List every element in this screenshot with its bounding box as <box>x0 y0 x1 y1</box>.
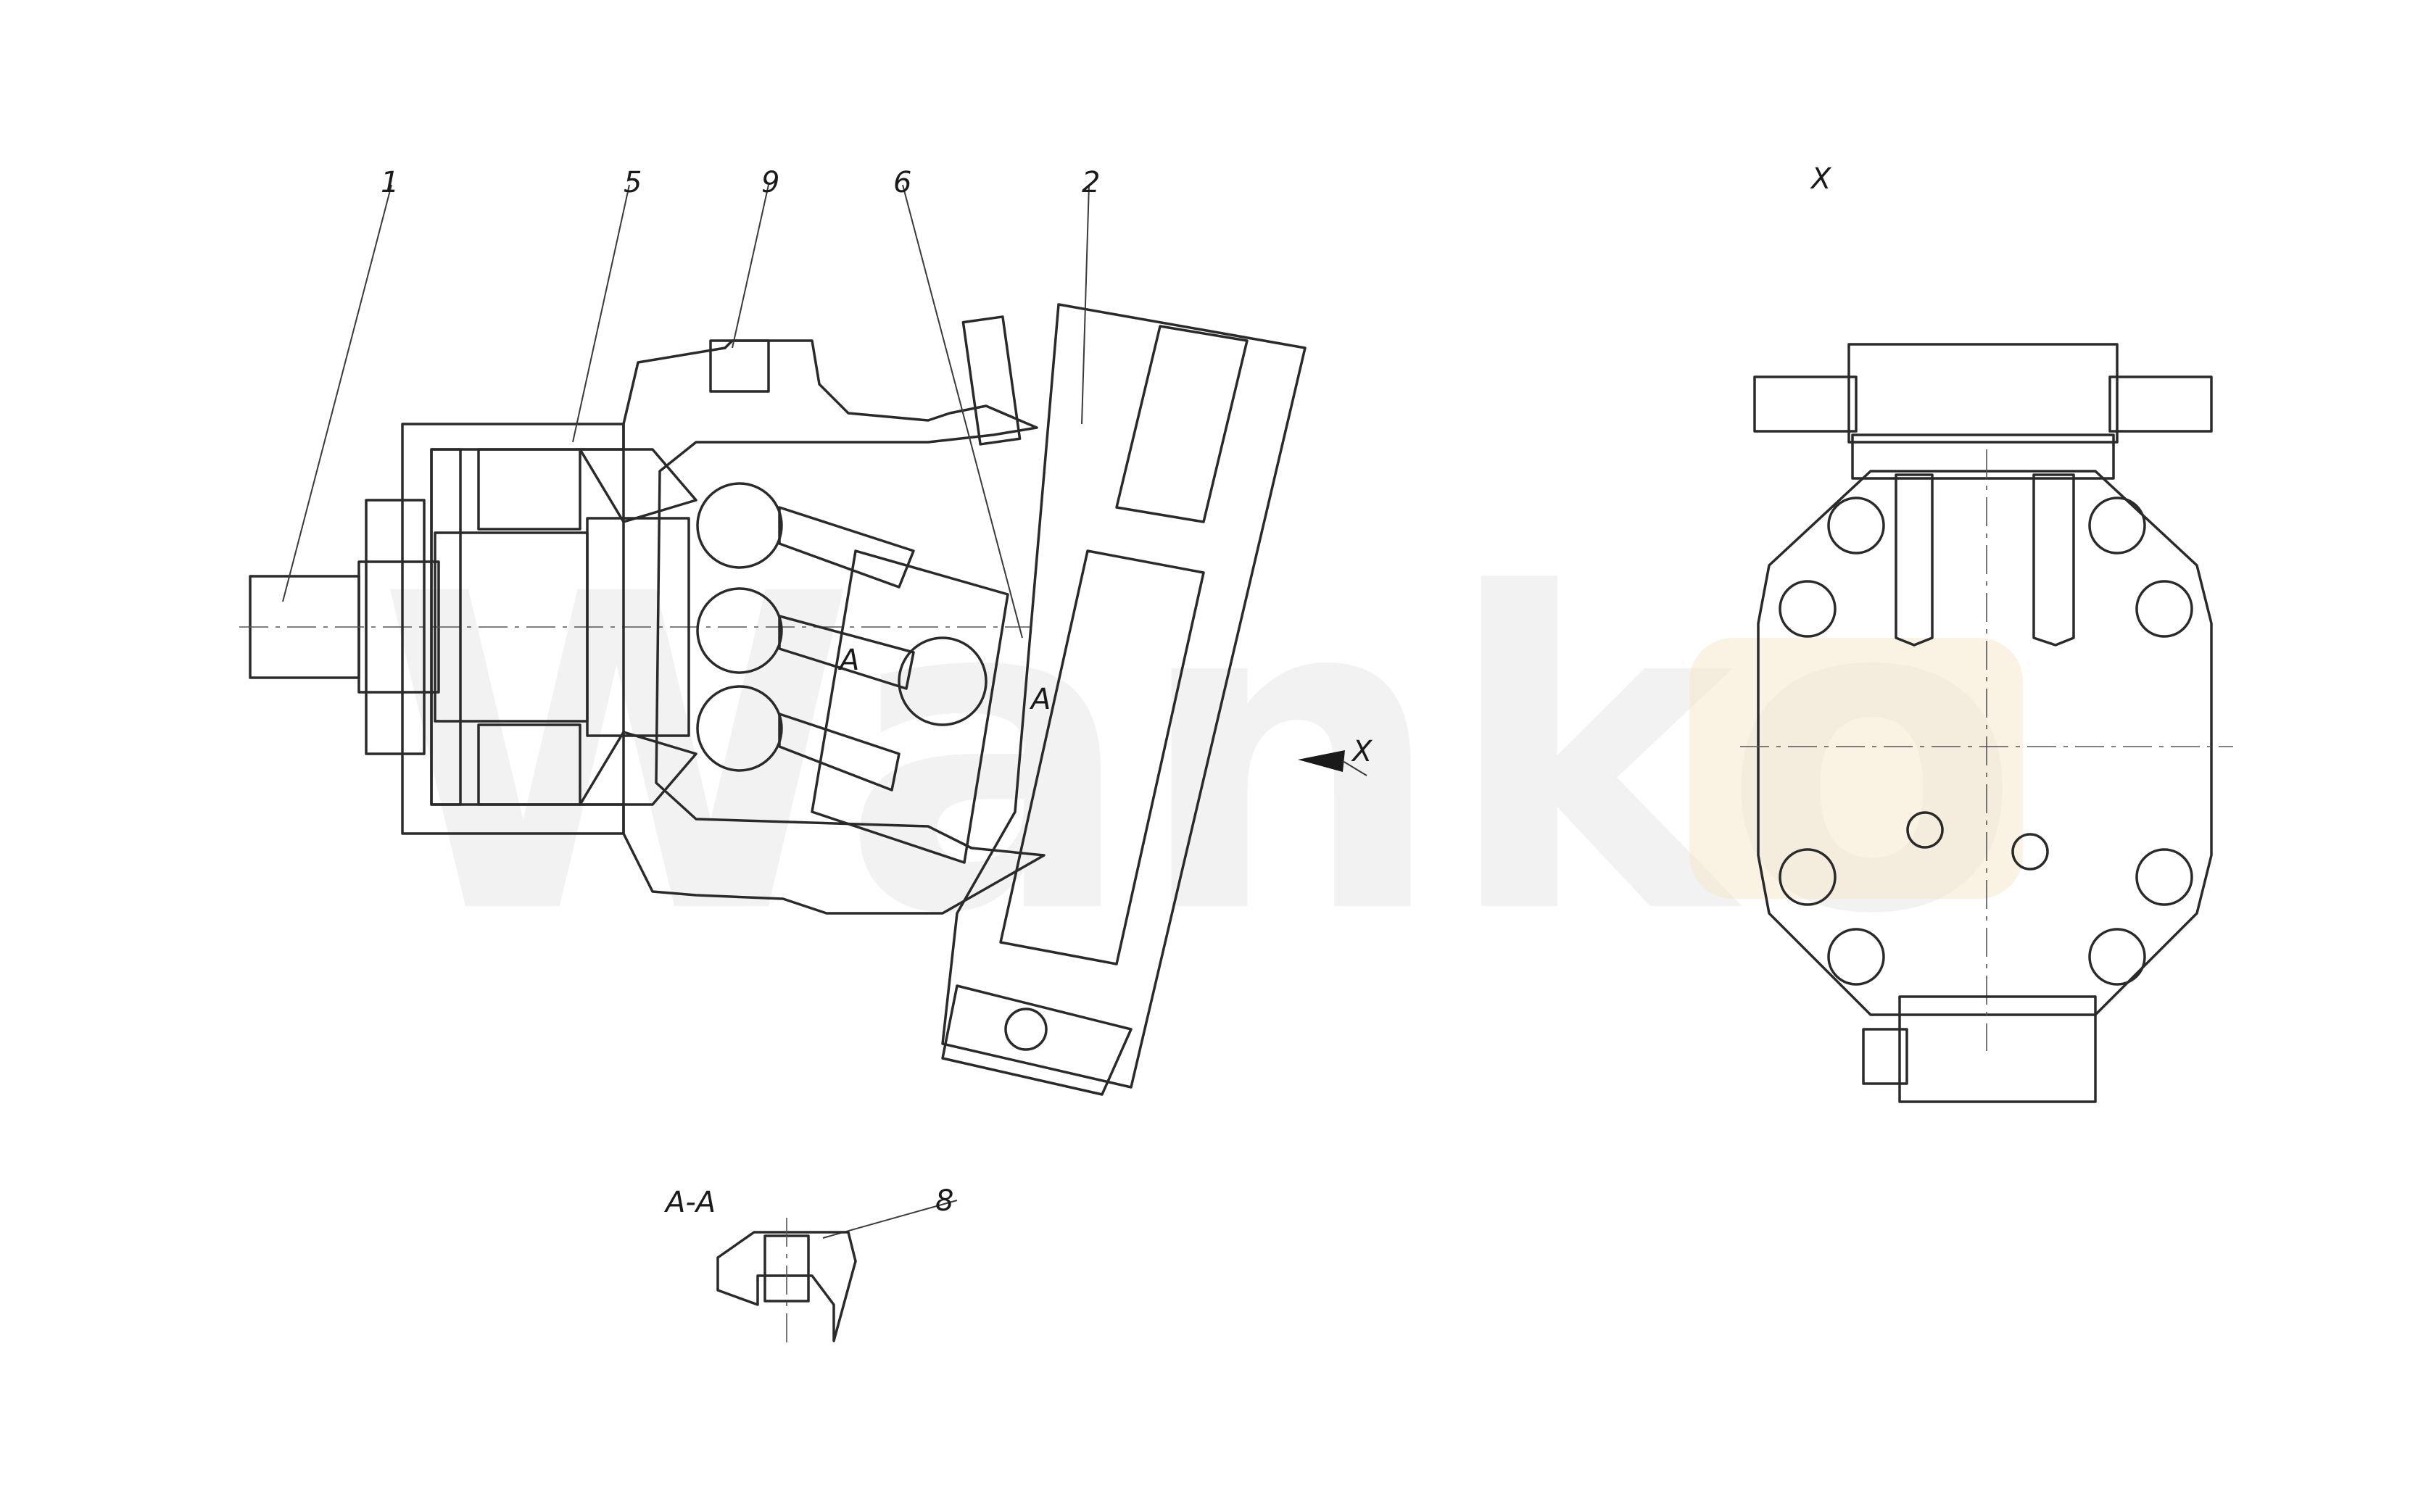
piston-rod-1 <box>778 506 915 589</box>
control-valve-body <box>1115 325 1249 523</box>
fitting-left <box>1753 375 1858 433</box>
view-arrow-x: X <box>1298 735 1373 776</box>
plug-screw <box>709 339 770 393</box>
shaft-seal-cover <box>365 499 426 755</box>
port-hole-left <box>1906 811 1944 849</box>
port-hole-right <box>2011 833 2049 871</box>
piston-ball-3 <box>696 685 783 772</box>
adjusting-screw <box>961 315 1022 446</box>
label-section-a-left: A <box>837 644 859 677</box>
section-a-a-title: A-A <box>663 1186 716 1219</box>
view-x: X <box>1740 162 2233 1103</box>
flange-bolt <box>1004 1008 1048 1051</box>
view-x-title: X <box>1810 162 1832 196</box>
label-part-1: 1 <box>381 166 399 199</box>
tapered-roller-bearings <box>477 448 697 806</box>
bolt-holes <box>1779 497 2193 986</box>
control-piston-bore <box>999 549 1205 965</box>
leader-1 <box>282 184 392 602</box>
leader-6 <box>902 184 1023 639</box>
bolt-hole-8 <box>2088 928 2146 986</box>
leader-2 <box>1081 184 1090 425</box>
section-a-a-detail: A-A 8 <box>663 1184 953 1345</box>
piston-rod-2 <box>778 615 915 690</box>
leader-9 <box>732 184 769 349</box>
bolt-hole-5 <box>1779 848 1837 906</box>
center-pin <box>898 636 988 726</box>
label-section-a-right: A <box>1029 683 1051 716</box>
valve-cartridge-left <box>1895 473 1934 647</box>
port-plate-end-cap <box>941 303 1307 1089</box>
label-part-8: 8 <box>935 1184 953 1218</box>
motor-housing <box>622 339 1046 915</box>
bolt-hole-1 <box>1827 497 1885 554</box>
section-a-a-body <box>716 1231 857 1342</box>
main-section-view <box>239 303 1307 1096</box>
top-manifold <box>1847 343 2119 444</box>
view-arrow-label: X <box>1351 735 1373 768</box>
bolt-hole-3 <box>1779 580 1837 638</box>
label-part-6: 6 <box>893 166 911 199</box>
label-part-2: 2 <box>1082 166 1100 199</box>
bolt-hole-6 <box>2135 848 2193 906</box>
label-part-9: 9 <box>761 166 779 199</box>
piston-ball-2 <box>696 587 783 674</box>
cylinder-block <box>811 549 1009 864</box>
bolt-hole-4 <box>2135 580 2193 638</box>
piston-assembly <box>696 482 915 792</box>
view-arrow-tail <box>1342 760 1367 776</box>
bottom-plug <box>1862 1028 1908 1085</box>
bearing-lower-1 <box>477 723 581 806</box>
watermark-badge <box>1689 638 2023 899</box>
view-arrow-head <box>1298 750 1345 772</box>
bottom-valve-block <box>1898 995 2097 1103</box>
piston-ball-1 <box>696 482 783 569</box>
seal-ring <box>430 448 462 806</box>
bolt-hole-2 <box>2088 497 2146 554</box>
fitting-right <box>2108 375 2213 433</box>
bearing-lower-2 <box>579 731 697 806</box>
bolt-hole-7 <box>1827 928 1885 986</box>
manifold-base <box>1851 433 2115 480</box>
valve-cartridge-right <box>2032 473 2075 647</box>
leader-lines <box>282 184 1090 1239</box>
bearing-upper-1 <box>477 448 581 531</box>
bearing-upper-2 <box>579 448 697 523</box>
watermark: Wanko <box>377 502 2023 1009</box>
piston-rod-3 <box>778 713 901 792</box>
leader-5 <box>572 184 630 443</box>
control-valve <box>961 315 1249 965</box>
label-part-5: 5 <box>624 166 642 199</box>
bottom-flange <box>941 984 1133 1096</box>
